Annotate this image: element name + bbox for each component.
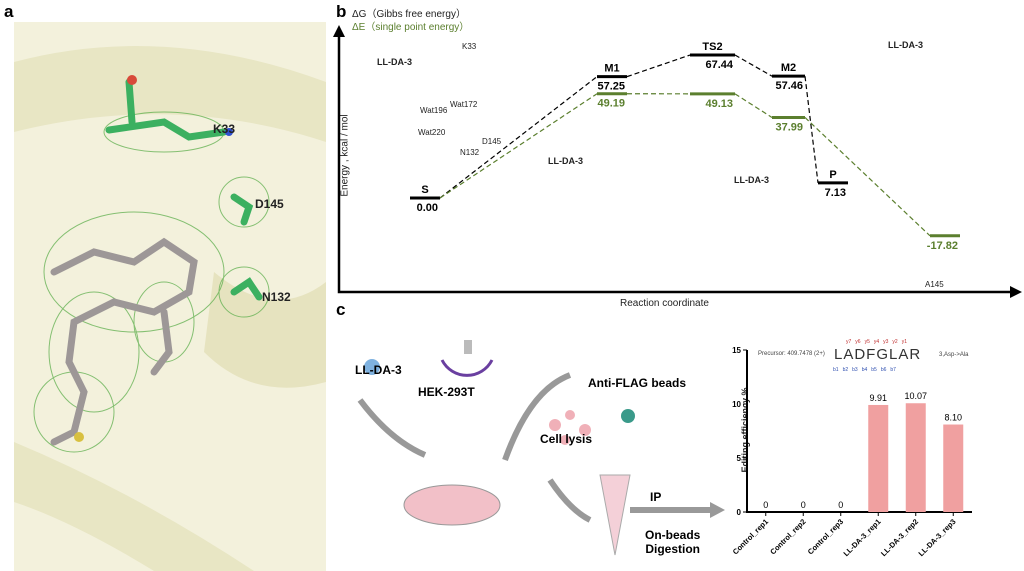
residue-label: K33 [462,42,477,51]
energy-connector [804,76,819,183]
state-label: M1 [604,63,619,75]
bar-value-label: 0 [838,500,843,510]
x-tick-label: Control_rep1 [731,517,770,556]
residue-label: Wat220 [418,128,446,137]
energy-value: -17.82 [927,240,958,252]
energy-connector [626,54,691,78]
cell-line-label: HEK-293T [418,385,475,399]
y-ion-label: y1 [901,339,907,345]
protein-structure-image [14,22,326,571]
energy-connector [439,93,598,199]
residue-label: N132 [460,148,480,157]
residue-label-d145: D145 [255,197,284,211]
dish-icon [403,484,501,526]
energy-value: 49.19 [597,98,625,110]
energy-connector [804,117,931,237]
residue-label-n132: N132 [262,290,291,304]
energy-value: 57.46 [775,80,803,92]
energy-value: 57.25 [597,81,625,93]
digestion-label: On-beads Digestion [645,528,701,556]
peptide-sequence: LADFGLAR [834,346,922,363]
bar-value-label: 0 [801,500,806,510]
x-tick-label: LL-DA-3_rep1 [842,517,883,558]
y-ion-label: y4 [873,339,880,345]
editing-efficiency-chart: 0510150Control_rep10Control_rep20Control… [731,346,972,558]
y-ion-label: y7 [846,339,852,345]
b-ion-label: b1 [833,367,839,373]
ip-label: IP [650,490,662,504]
b-ion-label: b7 [890,367,896,373]
x-axis-label: Reaction coordinate [620,298,709,309]
y-tick-label: 15 [732,346,741,355]
structure-label: LL-DA-3 [377,57,412,67]
structure-label: LL-DA-3 [734,175,769,185]
panel-label-c: c [336,300,346,319]
legend-dg: ΔG（Gibbs free energy） [352,9,466,20]
bead-icon [621,409,635,423]
y-ion-label: y2 [892,339,898,345]
y-tick-label: 0 [737,508,742,517]
legend-de: ΔE（single point energy） [352,22,470,33]
panel-label-a: a [4,2,14,21]
structure-label: LL-DA-3 [888,40,923,50]
energy-value: 0.00 [417,202,438,214]
b-ion-label: b3 [852,367,858,373]
structure-label: LL-DA-3 [548,156,583,166]
residue-label: D145 [482,137,502,146]
beads-label: Anti-FLAG beads [588,376,686,390]
y-tick-label: 10 [732,400,741,409]
y-tick-label: 5 [737,454,742,463]
energy-value: 67.44 [705,59,733,71]
bar-LL-DA-3_rep3 [943,424,964,512]
tube-icon [599,474,631,556]
x-tick-label: Control_rep3 [806,517,845,556]
precursor-label: Precursor: 409.7478 (2+) [758,351,825,357]
state-label: P [829,169,836,181]
state-label: TS2 [702,41,722,53]
residue-label-k33: K33 [213,122,236,136]
compound-icon [364,359,380,375]
bar-axes [746,350,972,513]
x-tick-label: Control_rep2 [768,517,807,556]
x-tick-label: LL-DA-3_rep2 [879,517,920,558]
state-label: S [421,184,428,196]
workflow-diagram [357,340,725,556]
bar-LL-DA-3_rep1 [868,404,889,512]
b-ion-label: b5 [871,367,877,373]
bar-value-label: 0 [763,500,768,510]
y-ion-label: y6 [855,339,861,345]
energy-value: 37.99 [775,121,803,133]
energy-connector [734,54,773,77]
mutation-label: 3,Asp->Ala [939,352,969,358]
bar-value-label: 10.07 [904,391,927,401]
energy-value: 49.13 [705,98,733,110]
y-ion-label: y5 [864,339,870,345]
panel-label-b: b [336,2,347,21]
energy-connector [439,76,598,199]
residue-label: Wat172 [450,100,478,109]
residue-label: A145 [925,280,944,289]
bar-value-label: 9.91 [869,393,887,403]
y-ion-label: y3 [883,339,889,345]
energy-diagram: 0.00 S 57.25 M1 67.44 TS2 57.46 M2 7.13 P 49.19 49.… [333,25,1022,298]
cells-icon [549,410,591,445]
x-tick-label: LL-DA-3_rep3 [917,517,958,558]
bar-value-label: 8.10 [944,413,962,423]
energy-connector [734,93,773,118]
bar-LL-DA-3_rep2 [905,403,926,512]
energy-value: 7.13 [825,187,846,199]
b-ion-label: b4 [861,367,868,373]
start-label: LL-DA-3 [355,363,402,377]
state-label: M2 [781,62,796,74]
b-ion-label: b2 [842,367,849,373]
lysis-label: Cell lysis [540,432,593,446]
b-ion-label: b6 [880,367,887,373]
residue-label: Wat196 [420,106,448,115]
